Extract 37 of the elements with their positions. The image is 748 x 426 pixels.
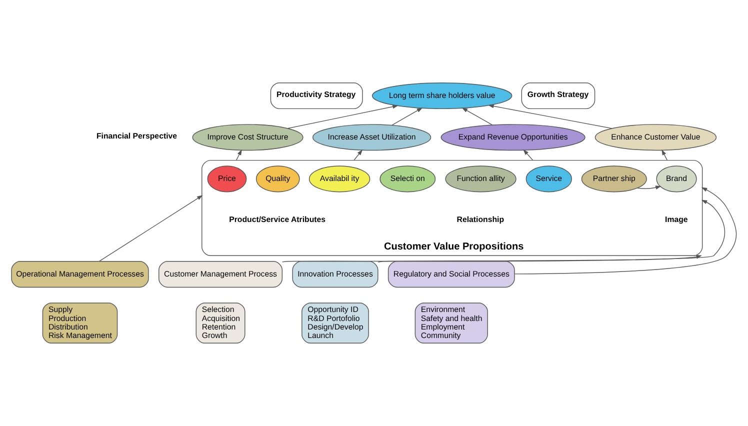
arrow xyxy=(236,149,242,161)
node-ellipse: Service xyxy=(526,166,572,192)
label: Financial Perspective xyxy=(96,132,178,141)
node-box: Environment Safety and health Employment Community xyxy=(414,302,488,344)
arrow xyxy=(354,150,363,161)
node-box: Selection Acquisition Retention Growth xyxy=(196,302,246,344)
node-box: Productivity Strategy xyxy=(270,82,363,110)
node-box: Innovation Processes xyxy=(292,261,378,288)
label: Product/Service Atributes xyxy=(229,214,326,224)
arrow xyxy=(287,104,398,129)
node-box: Operational Management Processes xyxy=(11,261,149,288)
arrow xyxy=(488,104,612,129)
node-box: Customer Management Process xyxy=(158,261,283,288)
node-ellipse: Increase Asset Utilization xyxy=(312,124,432,151)
arrow xyxy=(636,186,662,190)
node-box: Growth Strategy xyxy=(521,82,596,110)
label: Relationship xyxy=(456,214,504,224)
arrow xyxy=(378,200,726,263)
node-box: Opportunity ID R&D Portofolio Design/Develop Launch xyxy=(302,302,369,344)
node-ellipse: Function allity xyxy=(445,166,516,192)
node-ellipse: Availabil ity xyxy=(308,166,370,192)
node-ellipse: Price xyxy=(207,166,247,192)
arrow xyxy=(514,187,737,274)
node-box: Regulatory and Social Processes xyxy=(388,261,515,288)
node-ellipse: Partner ship xyxy=(581,166,647,192)
label: Image xyxy=(665,214,688,224)
node-ellipse: Expand Revenue Opportunities xyxy=(440,124,586,151)
arrow xyxy=(392,108,423,126)
node-ellipse: Improve Cost Structure xyxy=(192,124,304,151)
node-ellipse: Quality xyxy=(256,166,300,192)
arrow xyxy=(462,108,493,126)
node-ellipse: Enhance Customer Value xyxy=(594,124,717,151)
node-box: Supply Production Distribution Risk Management xyxy=(42,302,118,344)
arrow xyxy=(98,195,203,262)
node-ellipse: Selecti on xyxy=(380,166,436,192)
arrow xyxy=(662,149,668,161)
arrow xyxy=(523,149,534,161)
